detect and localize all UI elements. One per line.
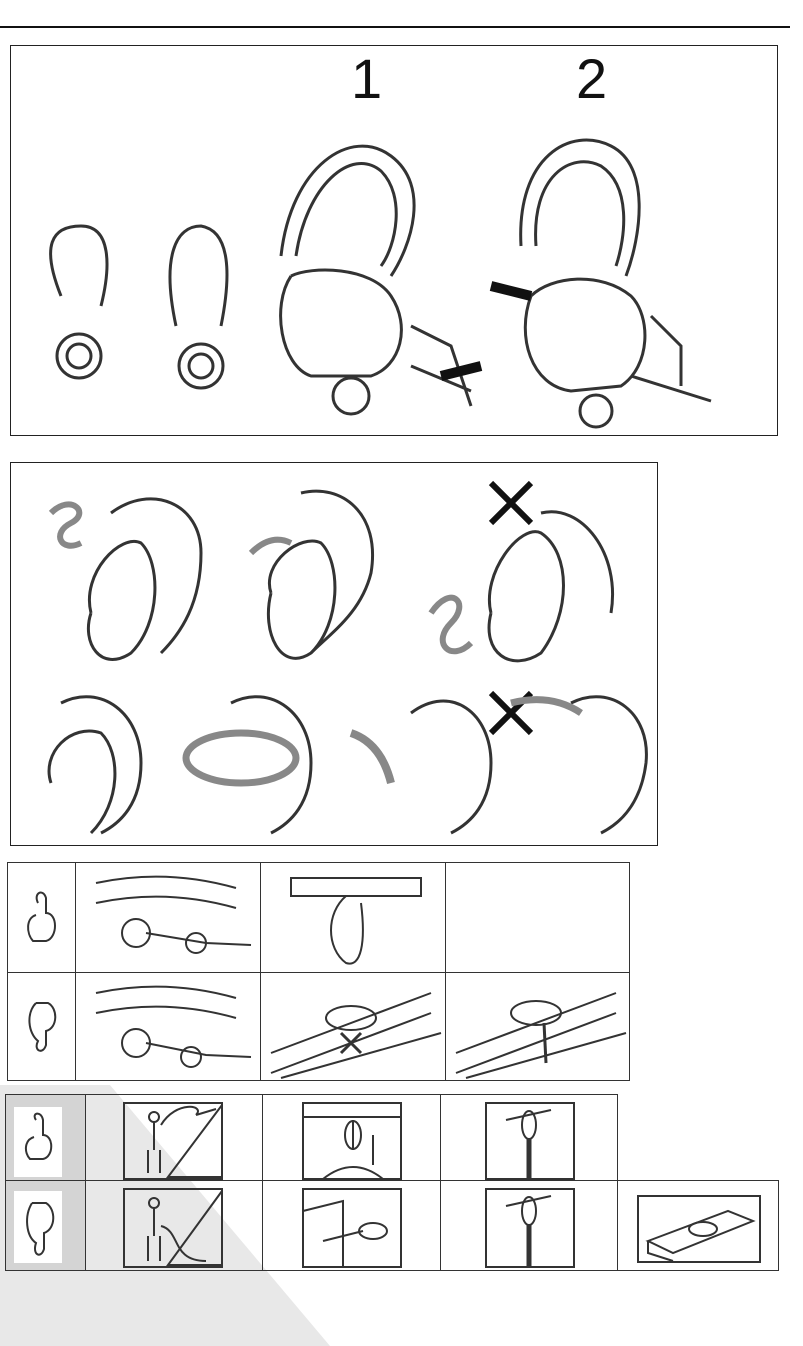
- incorrect-hook-on-bars-2: [445, 972, 630, 1081]
- carabiner-icon: [519, 138, 641, 277]
- screw-gate-figure: [10, 462, 658, 846]
- header-rule: [0, 26, 790, 28]
- snap-hook-illustrations: [49, 138, 712, 429]
- thumbs-up-icon: [7, 862, 76, 973]
- incorrect-hook-on-bars: [260, 972, 446, 1081]
- carabiner-icon: [49, 224, 109, 380]
- hand-carabiner-step-2: [248, 489, 374, 660]
- carabiner-icon: [279, 144, 416, 277]
- carabiner-icon: [168, 224, 229, 390]
- arrow-icon: [439, 361, 483, 381]
- cross-icon: [488, 480, 534, 526]
- correct-anchor-above: [262, 1094, 441, 1181]
- incorrect-anchor-edge: [262, 1180, 441, 1271]
- arrow-icon: [489, 281, 533, 301]
- screw-gate-illustrations: [47, 480, 648, 835]
- step-label-2: 2: [576, 47, 608, 110]
- hand-carabiner-step-4: [47, 695, 143, 835]
- hand-icon: [279, 268, 473, 416]
- hand-carabiner-step-5: [182, 695, 313, 835]
- hand-carabiner-step-7: [488, 690, 648, 835]
- correct-anchor-overhead: [85, 1094, 263, 1181]
- hand-carabiner-step-1: [48, 497, 203, 661]
- incorrect-anchor-bar: [440, 1180, 618, 1271]
- empty-cell: [445, 862, 630, 973]
- hand-carabiner-step-6: [349, 699, 493, 835]
- correct-anchor-beam: [260, 862, 446, 973]
- correct-harness-connection: [75, 862, 261, 973]
- thumbs-down-icon: [7, 972, 76, 1081]
- thumbs-down-icon: [5, 1180, 86, 1271]
- snap-hook-figure: 1 2: [10, 45, 778, 436]
- step-label-1: 1: [351, 47, 383, 110]
- incorrect-anchor-beam-edge: [617, 1180, 779, 1271]
- correct-anchor-bar: [440, 1094, 618, 1181]
- thumbs-up-icon: [5, 1094, 86, 1181]
- hand-icon: [523, 277, 712, 429]
- incorrect-anchor-low: [85, 1180, 263, 1271]
- hand-carabiner-step-3: [428, 480, 614, 663]
- incorrect-harness-connection: [75, 972, 261, 1081]
